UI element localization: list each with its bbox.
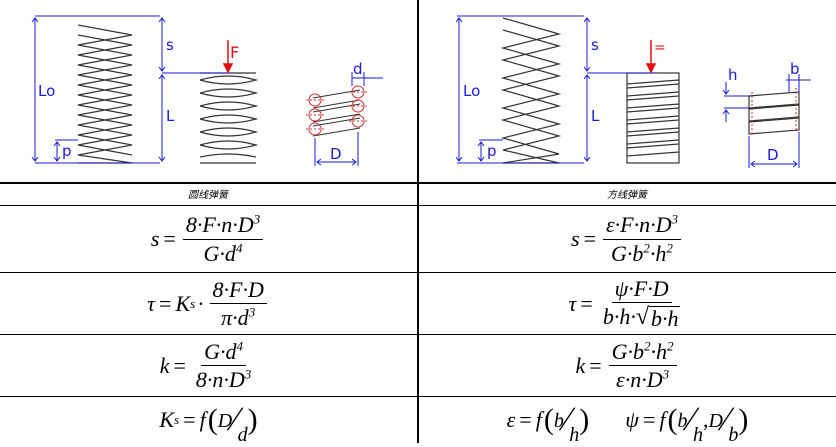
coil-diameter-label: D (330, 145, 342, 163)
formula-denominator: b·h· (602, 303, 636, 329)
formula-lhs: K (159, 407, 175, 432)
square-factor-formulas: ε= f( b/h ) ψ= f( b/h , D/b ) (506, 401, 749, 446)
wire-section-detail (306, 72, 383, 166)
formula-denominator: G·d (203, 240, 236, 266)
formula-numerator: ε·F·n·D (605, 212, 672, 238)
formula-lhs: τ (568, 290, 577, 316)
square-section-detail (724, 74, 811, 168)
formula-root: b·h (648, 306, 681, 332)
ratio-denominator: d (237, 424, 248, 446)
function-symbol: f (659, 407, 666, 432)
dimension-lines (35, 15, 230, 164)
coil-diameter-label-right: D (767, 146, 779, 164)
ratio-numerator: D (708, 410, 723, 432)
wire-height-label: h (728, 66, 738, 84)
round-wire-caption: 圆线弹簧 (188, 190, 228, 201)
row-divider (0, 396, 836, 397)
formula-numerator: ψ·F·D (611, 277, 672, 303)
formula-lhs: k (575, 352, 586, 378)
function-symbol: f (535, 407, 542, 432)
formula-exponent: 3 (248, 304, 256, 320)
deflection-label-right: s (591, 36, 599, 54)
header-divider (0, 182, 836, 184)
square-stress-formula: τ= ψ·F·D b·h·√b·h (568, 275, 681, 332)
round-stiffness-formula: k= G·d4 8·n·D3 (159, 338, 252, 392)
formula-lhs: s (571, 226, 580, 251)
force-label: F (230, 43, 239, 62)
deflection-label: s (166, 36, 174, 54)
ratio-numerator: D (217, 410, 233, 432)
formula-denominator-part: ·h (649, 240, 667, 266)
formula-lhs: ε (506, 407, 516, 432)
free-square-spring (500, 17, 562, 164)
round-deflection-formula: s= 8·F·n·D3 G·d4 (0, 206, 417, 272)
formula-exponent: 2 (666, 240, 673, 256)
square-wire-spring-diagram: Lo s L p = h b D (419, 15, 811, 168)
wire-diameter-label: d (353, 60, 363, 78)
row-divider (0, 334, 836, 335)
row-divider (0, 272, 836, 273)
formula-exponent: 3 (244, 366, 252, 382)
square-stiffness-formula: k= G·b2·h2 ε·n·D3 (419, 335, 836, 396)
formula-lhs: s (150, 226, 160, 251)
length-label-right: L (591, 107, 600, 125)
free-spring (77, 24, 133, 164)
formula-lhs: τ (147, 290, 156, 316)
force-arrow (222, 40, 234, 74)
function-symbol: f (199, 407, 206, 432)
free-length-label-right: Lo (463, 82, 480, 100)
compressed-square-spring (626, 72, 680, 164)
formula-denominator: 8·n·D (195, 367, 245, 392)
formula-numerator: 8·F·n·D (185, 212, 254, 238)
compressed-spring (199, 72, 259, 164)
square-deflection-formula: s= ε·F·n·D3 G·b2·h2 (419, 206, 836, 272)
stress-factor: K (175, 290, 191, 316)
formula-exponent: 3 (253, 212, 261, 228)
ratio-numerator: b (677, 410, 688, 432)
force-arrow-right (645, 40, 657, 74)
formula-exponent: 4 (236, 338, 244, 354)
dimension-lines-right (457, 15, 655, 164)
free-length-label: Lo (38, 82, 55, 100)
formula-exponent: 2 (644, 338, 651, 354)
formula-denominator: π·d (221, 305, 249, 330)
ratio-denominator: b (728, 424, 739, 446)
round-wire-spring-diagram: Lo s L p F d D (0, 15, 383, 166)
formula-exponent: 3 (671, 212, 678, 228)
formula-exponent: 2 (667, 338, 674, 354)
ratio-denominator: h (569, 424, 580, 446)
square-wire-caption: 方线弹簧 (607, 190, 647, 201)
pitch-label: p (62, 142, 72, 160)
formula-denominator: ε·n·D (616, 367, 663, 392)
formula-numerator: G·b (611, 338, 645, 364)
formula-exponent: 2 (643, 240, 650, 256)
force-label-right: = (654, 40, 666, 56)
formula-exponent: 4 (235, 240, 243, 256)
formula-numerator-part: ·h (650, 338, 668, 364)
formula-denominator: G·b (611, 240, 644, 266)
ratio-numerator: b (553, 410, 564, 432)
formula-numerator: G·d (204, 338, 237, 364)
formula-lhs: k (159, 352, 170, 378)
length-label: L (166, 107, 175, 125)
formula-exponent: 3 (662, 366, 670, 382)
formula-numerator: 8·F·D (209, 278, 267, 304)
pitch-label-right: p (487, 142, 497, 160)
wire-width-label: b (790, 60, 800, 78)
ratio-denominator: h (692, 424, 703, 446)
row-divider (0, 205, 836, 206)
column-divider (417, 0, 419, 443)
formula-lhs: ψ (625, 407, 639, 432)
